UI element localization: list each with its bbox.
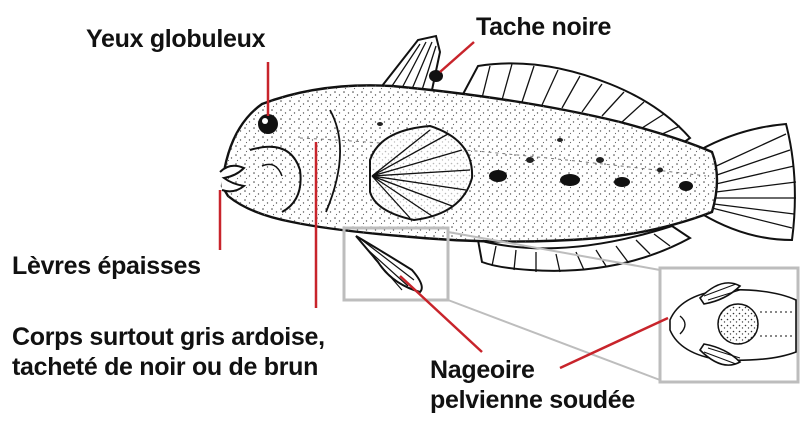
label-pelvic-line-2: pelvienne soudée xyxy=(430,385,635,415)
label-pelvic-line-1: Nageoire xyxy=(430,355,635,385)
leader-pelvic-fin xyxy=(400,276,482,352)
label-bulging-eyes: Yeux globuleux xyxy=(86,24,265,54)
pelvic-fin xyxy=(356,236,422,292)
label-body-line-1: Corps surtout gris ardoise, xyxy=(12,322,325,352)
first-dorsal-fin xyxy=(382,36,440,90)
label-body-colour: Corps surtout gris ardoise, tacheté de n… xyxy=(12,322,325,382)
label-body-line-2: tacheté de noir ou de brun xyxy=(12,352,325,382)
label-fused-pelvic-fin: Nageoire pelvienne soudée xyxy=(430,355,635,415)
leader-black-spot xyxy=(440,42,474,72)
label-black-spot: Tache noire xyxy=(476,12,611,42)
pelvic-inset xyxy=(660,268,798,382)
label-thick-lips: Lèvres épaisses xyxy=(12,251,201,281)
